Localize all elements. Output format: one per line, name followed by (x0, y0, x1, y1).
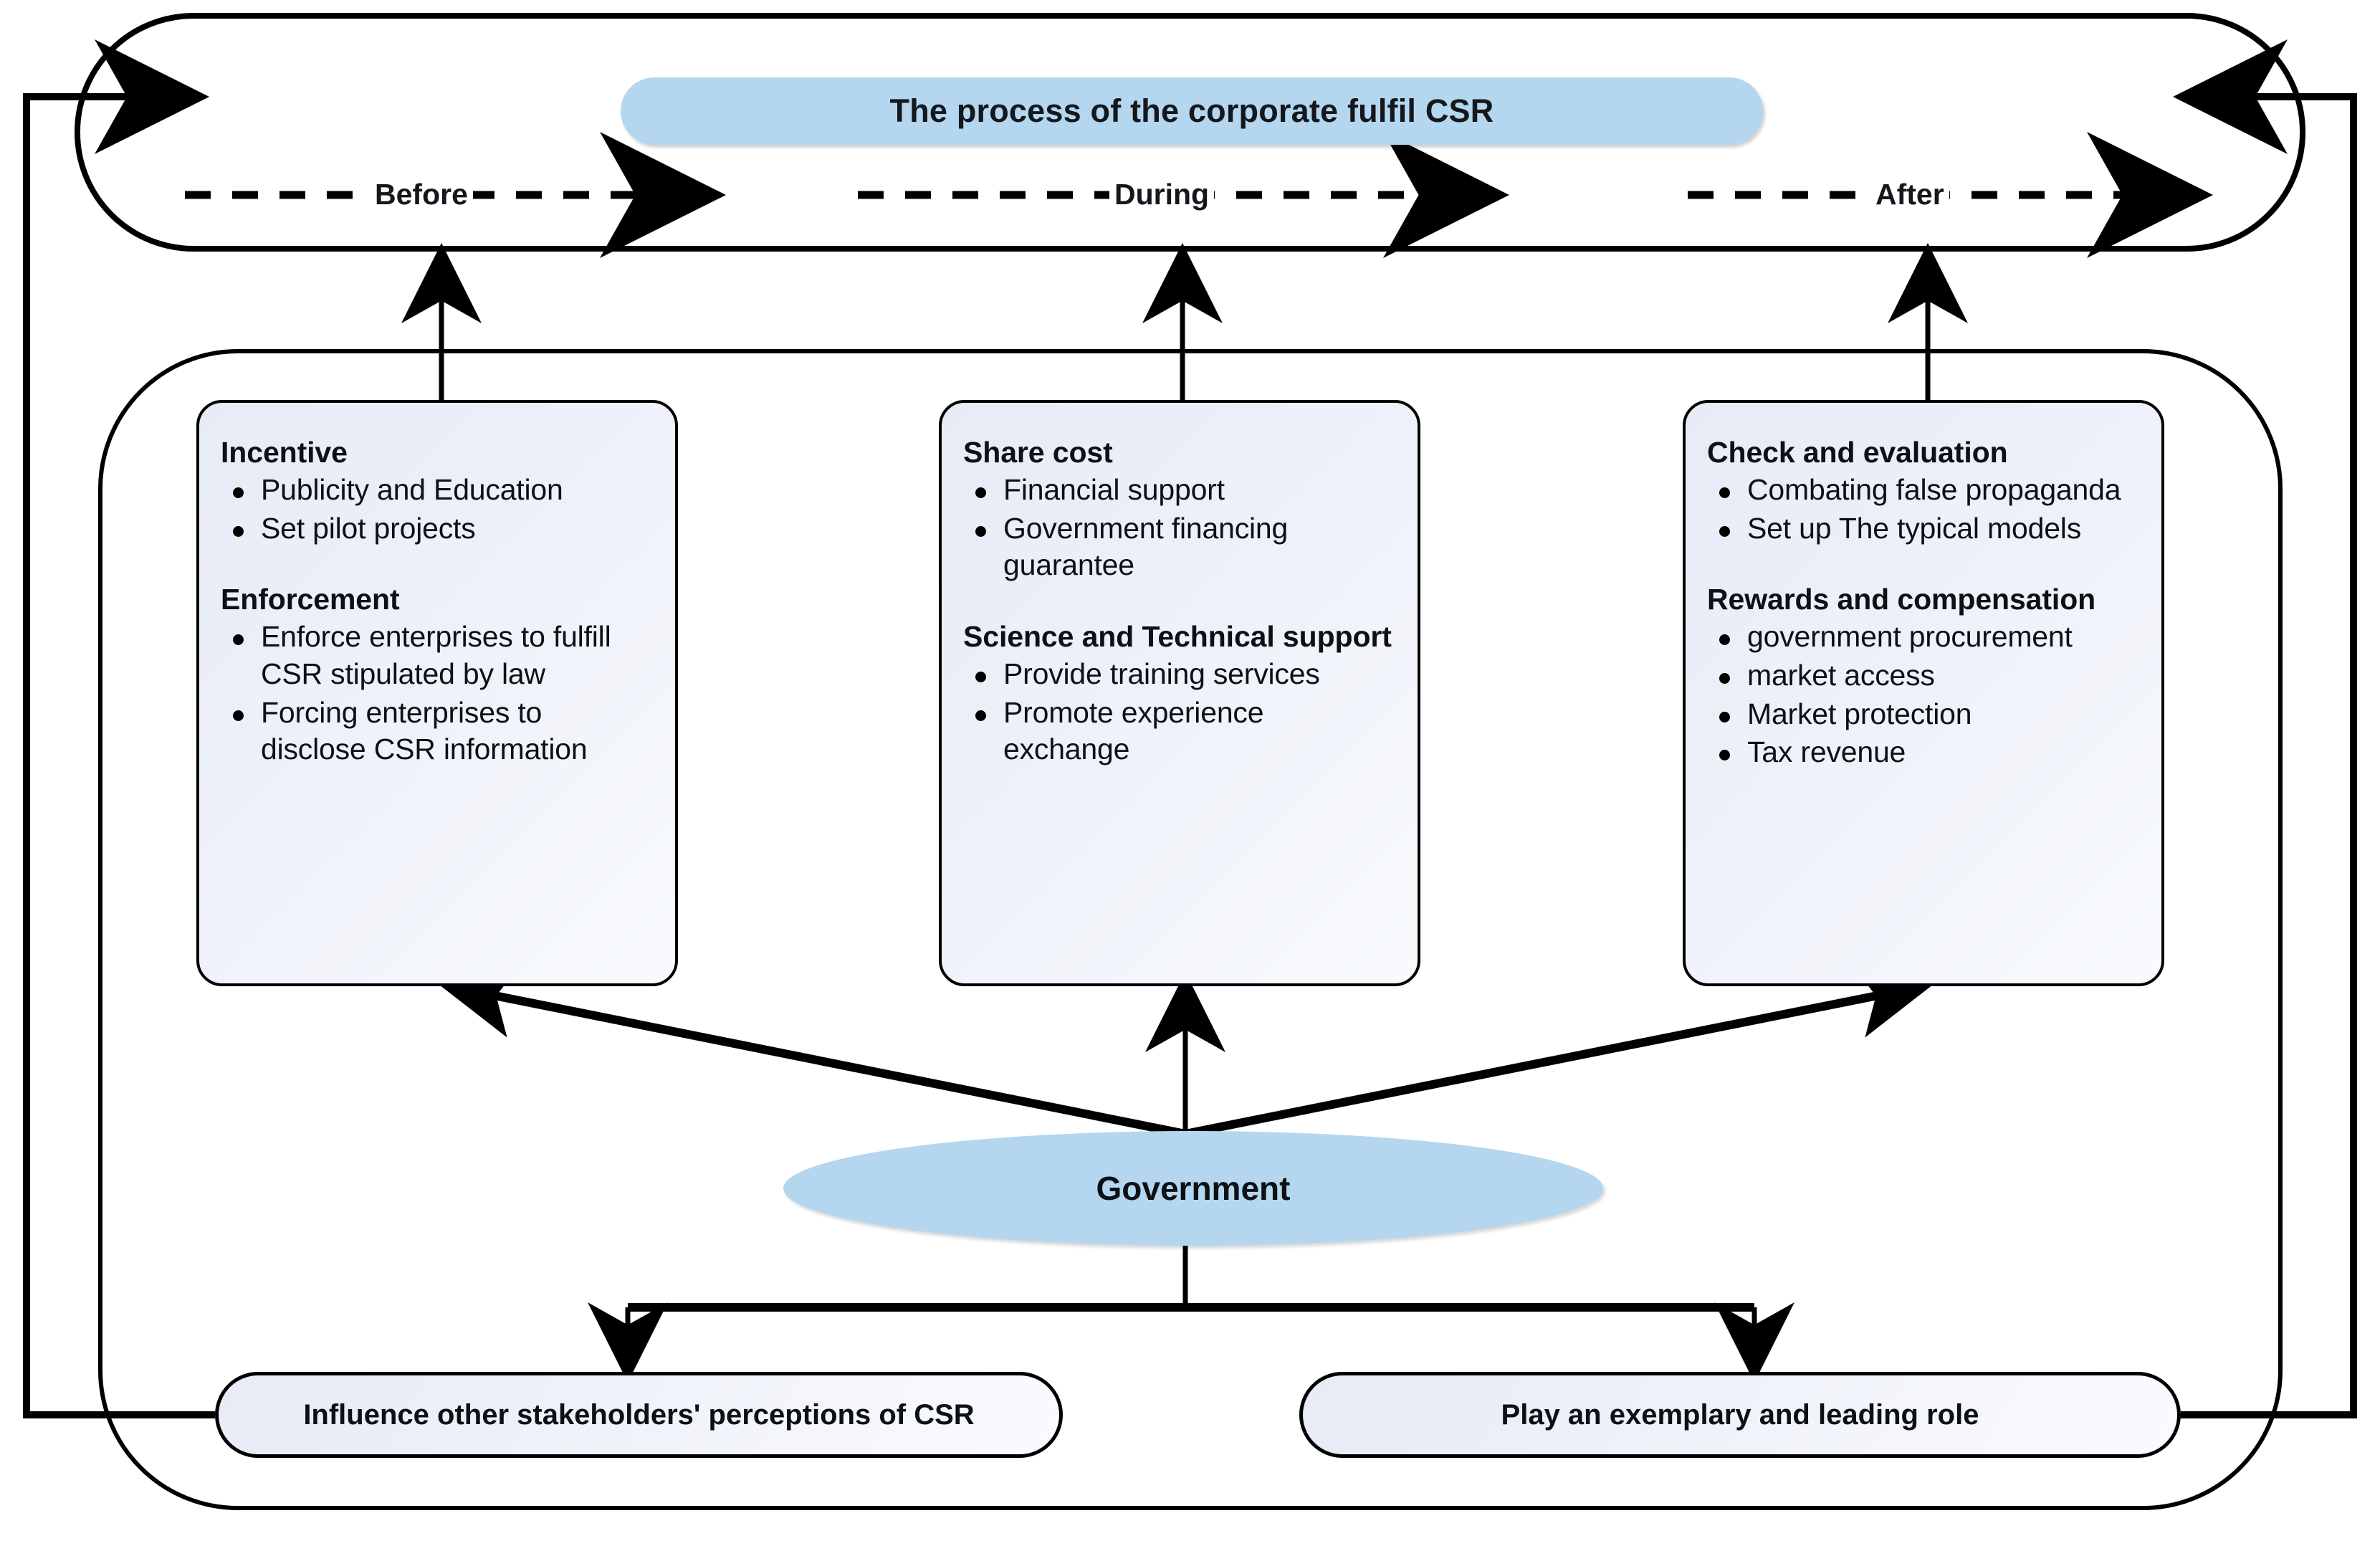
list-item: Tax revenue (1719, 734, 2140, 771)
list-item: Financial support (975, 472, 1396, 509)
list-item: Set up The typical models (1719, 510, 2140, 548)
list-item: market access (1719, 657, 2140, 695)
list-item: Enforce enterprises to fulfill CSR stipu… (233, 619, 654, 692)
phase-label-before-text: Before (375, 177, 468, 211)
government-node: Government (783, 1131, 1603, 1246)
card-during-heading-1: Science and Technical support (963, 619, 1392, 653)
card-before: Incentive Publicity and Education Set pi… (196, 400, 678, 986)
phase-label-before: Before (370, 176, 473, 213)
list-item: Publicity and Education (233, 472, 654, 509)
card-after-heading-1: Rewards and compensation (1707, 583, 2096, 616)
list-item: Government financing guarantee (975, 510, 1396, 584)
feedback-loop-left (23, 39, 215, 1418)
card-during-list-1: Provide training services Promote experi… (963, 656, 1396, 768)
government-label: Government (1096, 1170, 1291, 1207)
card-during: Share cost Financial support Government … (939, 400, 1420, 986)
list-item: Set pilot projects (233, 510, 654, 548)
list-item: Combating false propaganda (1719, 472, 2140, 509)
list-item: Provide training services (975, 656, 1396, 693)
card-after-heading-0: Check and evaluation (1707, 436, 2008, 469)
list-item: Forcing enterprises to disclose CSR info… (233, 695, 654, 768)
card-after-list-0: Combating false propaganda Set up The ty… (1707, 472, 2140, 547)
phase-label-after-text: After (1875, 177, 1944, 211)
phase-label-during: During (1109, 176, 1215, 213)
card-during-list-0: Financial support Government financing g… (963, 472, 1396, 584)
list-item: Market protection (1719, 696, 2140, 733)
phase-label-after: After (1870, 176, 1949, 213)
outcome-right-label: Play an exemplary and leading role (1501, 1398, 1979, 1431)
outcome-left-label: Influence other stakeholders' perception… (303, 1398, 975, 1431)
card-before-list-1: Enforce enterprises to fulfill CSR stipu… (221, 619, 654, 768)
section-spacer (221, 548, 654, 581)
diagram-title-banner: The process of the corporate fulfil CSR (621, 77, 1763, 145)
feedback-loop-right (2173, 39, 2357, 1418)
card-after-list-1: government procurement market access Mar… (1707, 619, 2140, 771)
page-title: The process of the corporate fulfil CSR (889, 92, 1494, 129)
card-before-heading-0: Incentive (221, 436, 348, 469)
card-before-heading-1: Enforcement (221, 583, 400, 616)
section-spacer (1707, 548, 2140, 581)
card-before-list-0: Publicity and Education Set pilot projec… (221, 472, 654, 547)
arrow-government-to-card-before (439, 961, 1187, 1138)
list-item: government procurement (1719, 619, 2140, 656)
outcome-exemplary-role: Play an exemplary and leading role (1299, 1372, 2181, 1458)
card-after: Check and evaluation Combating false pro… (1683, 400, 2164, 986)
section-spacer (963, 586, 1396, 619)
arrow-government-to-card-after (1184, 961, 1934, 1138)
phase-label-during-text: During (1114, 177, 1210, 211)
card-during-heading-0: Share cost (963, 436, 1113, 469)
outcome-influence-stakeholders: Influence other stakeholders' perception… (215, 1372, 1063, 1458)
list-item: Promote experience exchange (975, 695, 1396, 768)
